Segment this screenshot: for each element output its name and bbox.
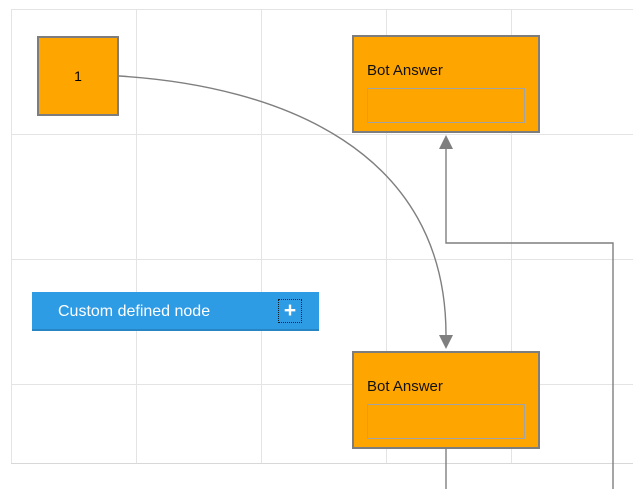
bot-answer-input[interactable] [367, 88, 525, 123]
add-node-button[interactable]: + [278, 299, 302, 323]
bot-answer-input[interactable] [367, 404, 525, 439]
node-bot-answer-bottom[interactable]: Bot Answer [352, 351, 540, 449]
node-custom-defined[interactable]: Custom defined node + [32, 292, 319, 331]
node-start-label: 1 [74, 68, 82, 84]
bot-answer-title: Bot Answer [367, 378, 443, 395]
custom-node-label: Custom defined node [58, 302, 211, 320]
bot-answer-title: Bot Answer [367, 62, 443, 79]
node-bot-answer-top[interactable]: Bot Answer [352, 35, 540, 133]
connector-orthogonal-line[interactable] [445, 149, 614, 489]
node-start[interactable]: 1 [37, 36, 119, 116]
connector-curved-line[interactable] [118, 75, 447, 336]
plus-icon: + [283, 298, 297, 322]
